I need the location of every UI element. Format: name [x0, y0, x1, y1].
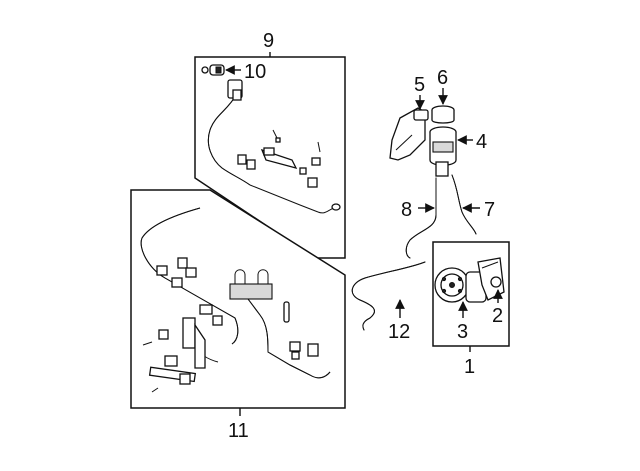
callout-9: 9: [263, 30, 274, 52]
cooler-pipe: [229, 269, 273, 300]
reservoir-cap-part-6: [431, 105, 455, 124]
return-line-assembly: [140, 207, 331, 379]
callout-3: 3: [457, 321, 468, 343]
callout-7: 7: [484, 199, 495, 221]
callout-10: 10: [244, 61, 266, 83]
leader-lines: [225, 65, 503, 318]
callout-labels: 9 10 5 6 4 7 8 12 3 2 1 11: [228, 30, 503, 442]
pump-part-3: [434, 267, 487, 303]
callout-6: 6: [437, 67, 448, 89]
callout-4: 4: [476, 131, 487, 153]
callout-2: 2: [492, 305, 503, 327]
clamp-bracket-set-9: [237, 129, 321, 188]
callout-1: 1: [464, 356, 475, 378]
callout-8: 8: [401, 199, 412, 221]
fitting-part-10: [201, 64, 225, 76]
suction-hose-part-8: [405, 177, 437, 259]
callout-5: 5: [414, 74, 425, 96]
pressure-hose-part-12: [351, 261, 426, 331]
callout-12: 12: [388, 321, 410, 343]
callout-11: 11: [228, 420, 249, 442]
pressure-hose-assembly: [207, 79, 341, 214]
reservoir-part-4: [429, 126, 457, 177]
return-hose-part-7: [451, 174, 477, 235]
reservoir-bracket-part-5: [389, 107, 429, 161]
clamp-bracket-set-11: [142, 257, 319, 393]
